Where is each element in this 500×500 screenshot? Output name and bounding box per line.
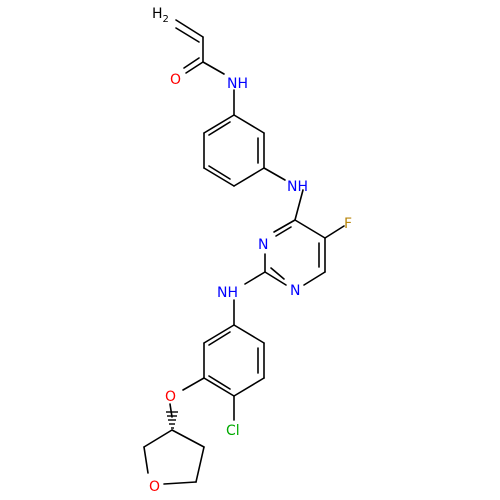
ring2-bond <box>233 324 265 344</box>
c2-nh-bond <box>244 271 266 285</box>
ring-oxygen-label: O <box>149 479 160 495</box>
thf-bond <box>195 446 205 483</box>
pyrimidine-bond <box>294 219 326 239</box>
thf-bond <box>163 481 197 485</box>
fluorine-label: F <box>344 216 352 232</box>
ring1-bond <box>203 167 235 187</box>
thf-bond <box>143 429 173 448</box>
ring2-bond <box>203 324 235 344</box>
nh-pyrimidine-bond <box>294 189 304 221</box>
vinyl-double-bond-inner <box>175 27 200 43</box>
ring1-inner-bond <box>208 121 231 136</box>
pyrimidine-inner-bond <box>275 226 292 237</box>
amide-nh-label: NH <box>227 76 248 92</box>
pyrimidine-n1-label: N <box>290 283 300 299</box>
ring1-inner-bond <box>208 165 231 180</box>
bonds <box>143 19 345 485</box>
ring2-ether-o-bond <box>182 377 205 391</box>
ring1-nh-bond <box>263 167 286 181</box>
c-f-bond <box>324 225 345 239</box>
ring2-inner-bond <box>208 331 231 346</box>
vinyl-double-bond-outer <box>175 19 204 38</box>
pyrimidine-bond <box>273 219 296 233</box>
pyrimidine-n3-label: N <box>258 237 268 253</box>
atom-labels: H2 O NH NH F N N NH O Cl O <box>149 6 352 495</box>
carbonyl-oxygen-label: O <box>170 72 181 88</box>
amide-c-n-bond <box>202 61 225 75</box>
ring1-bond <box>233 114 265 134</box>
ring2-inner-bond <box>208 375 231 390</box>
ch2-label: H2 <box>152 6 169 25</box>
ring2-bond <box>233 377 265 397</box>
thf-bond <box>171 429 205 448</box>
ring1-bond <box>203 114 235 134</box>
ring2-bond <box>203 377 235 397</box>
ring1-bond <box>233 167 265 187</box>
stereo-hashed-wedge <box>166 411 178 429</box>
thf-bond <box>143 446 149 474</box>
ether-o-thf-bond <box>169 403 173 418</box>
amine-nh-label: NH <box>217 285 238 301</box>
carbonyl-double-bond-a <box>185 61 204 74</box>
aniline-nh-label: NH <box>287 179 308 195</box>
chlorine-label: Cl <box>226 423 240 439</box>
ether-oxygen-label: O <box>165 389 176 405</box>
pyrimidine-bond <box>264 271 287 286</box>
pyrimidine-bond <box>303 271 326 286</box>
pyrimidine-inner-bond <box>270 267 285 280</box>
carbonyl-double-bond-b <box>183 57 200 69</box>
